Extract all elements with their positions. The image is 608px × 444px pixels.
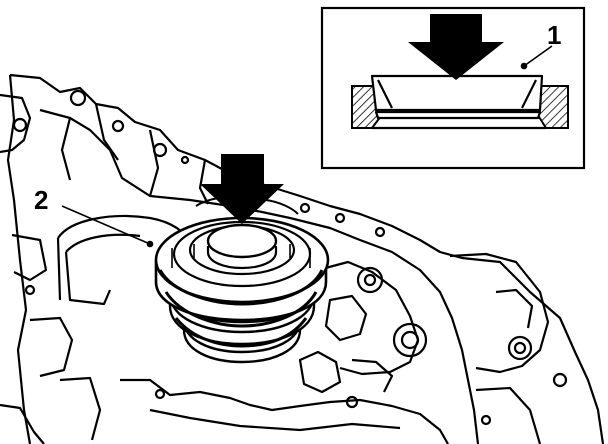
- transmission-housing: [0, 73, 605, 444]
- leader-line-2: [61, 205, 154, 248]
- callout-label-1: 1: [547, 20, 562, 50]
- detail-inset: [320, 6, 586, 170]
- detail-press-arrow-icon: [408, 14, 504, 80]
- seal-driver-tool: [154, 195, 330, 364]
- leader-line-1: [520, 45, 553, 70]
- press-arrow-icon: [200, 154, 284, 224]
- seal-ring: [370, 74, 546, 130]
- callout-label-2: 2: [34, 185, 49, 215]
